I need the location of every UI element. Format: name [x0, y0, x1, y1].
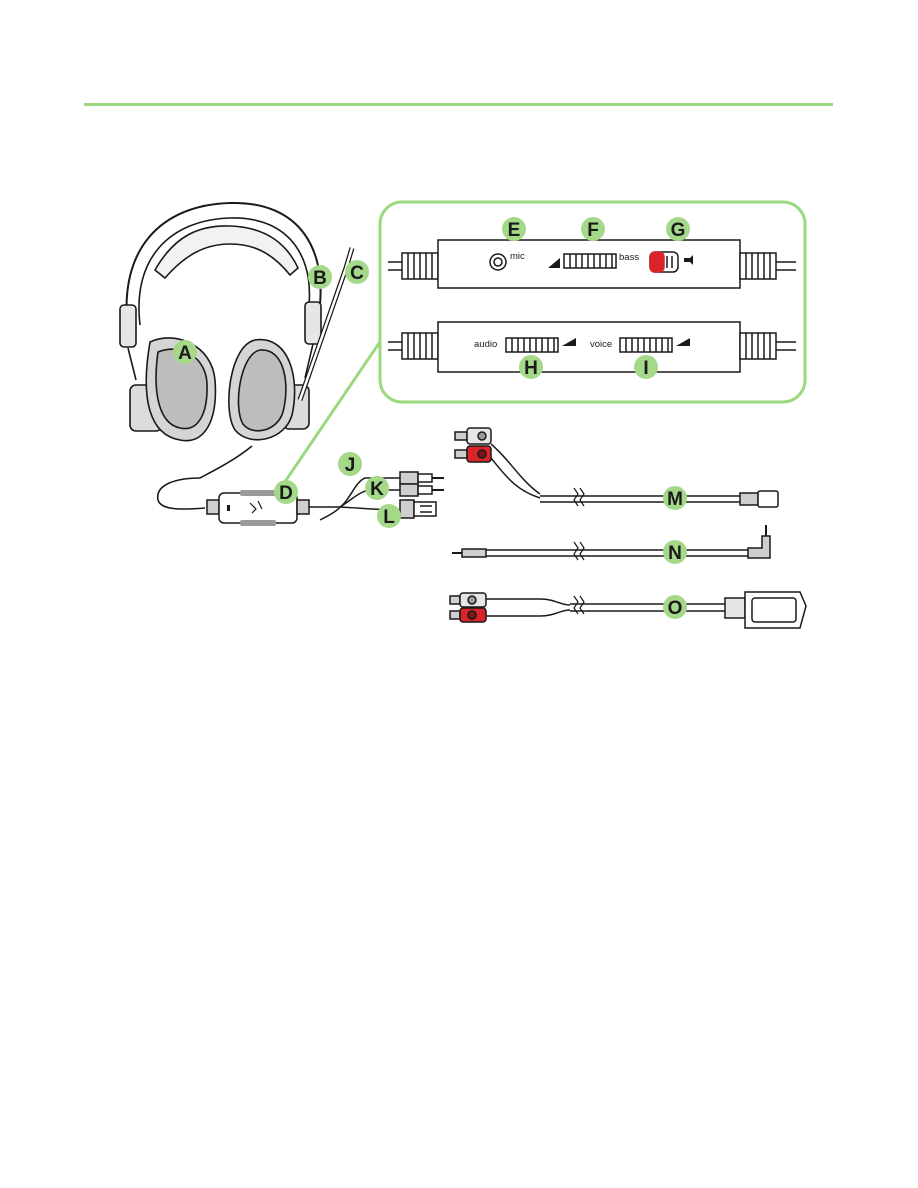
headset	[120, 203, 352, 509]
cable-n	[452, 525, 770, 560]
callout-J: J	[338, 452, 362, 476]
voice-label: voice	[590, 339, 612, 350]
callout-G: G	[666, 217, 690, 241]
svg-text:N: N	[668, 543, 682, 564]
svg-text:F: F	[587, 220, 599, 241]
svg-text:E: E	[508, 220, 521, 241]
callout-I: I	[634, 355, 658, 379]
svg-text:O: O	[668, 598, 683, 619]
cable-o	[450, 592, 806, 628]
audio-label: audio	[474, 339, 497, 350]
bass-label: bass	[619, 252, 639, 263]
callout-B: B	[308, 265, 332, 289]
callout-C: C	[345, 260, 369, 284]
control-top-view	[388, 240, 796, 288]
cable-m	[455, 428, 778, 507]
callout-O: O	[663, 595, 687, 619]
callout-M: M	[663, 486, 687, 510]
callout-E: E	[502, 217, 526, 241]
svg-text:G: G	[671, 220, 686, 241]
mic-label: mic	[510, 251, 525, 262]
svg-text:C: C	[350, 263, 364, 284]
callout-D: D	[274, 480, 298, 504]
svg-text:H: H	[524, 358, 538, 379]
svg-text:B: B	[313, 268, 327, 289]
inline-control-unit	[207, 490, 340, 526]
svg-text:J: J	[345, 455, 356, 476]
svg-text:K: K	[370, 479, 384, 500]
svg-text:I: I	[643, 358, 648, 379]
callout-A: A	[173, 340, 197, 364]
svg-text:M: M	[667, 489, 683, 510]
callout-F: F	[581, 217, 605, 241]
callout-N: N	[663, 540, 687, 564]
svg-text:A: A	[178, 343, 192, 364]
callout-L: L	[377, 504, 401, 528]
svg-text:L: L	[383, 507, 395, 528]
svg-text:D: D	[279, 483, 293, 504]
callout-H: H	[519, 355, 543, 379]
callout-K: K	[365, 476, 389, 500]
